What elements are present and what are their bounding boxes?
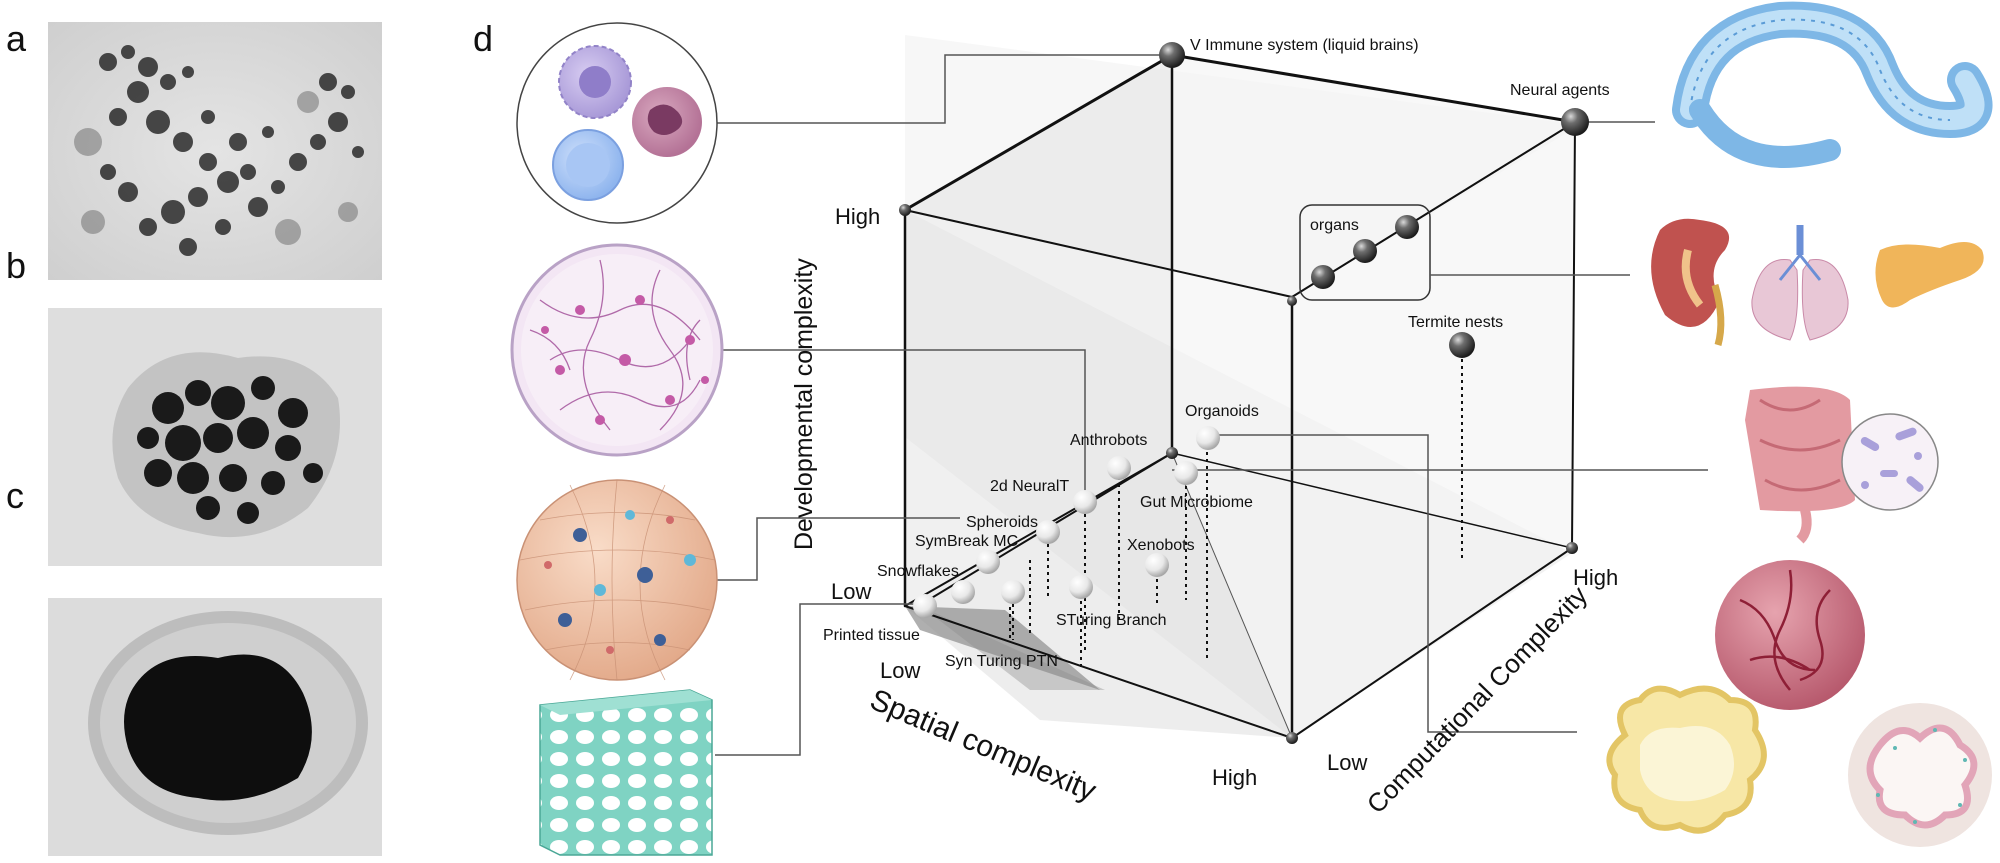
label-gut: Gut Microbiome bbox=[1140, 494, 1253, 511]
micrograph-c bbox=[48, 598, 382, 856]
panel-d-letter: d bbox=[473, 18, 494, 59]
label-synturing: Syn Turing PTN bbox=[945, 653, 1058, 670]
sphere-termite bbox=[1449, 332, 1475, 358]
sphere-organ-1 bbox=[1395, 215, 1419, 239]
micrograph-a-image bbox=[48, 22, 382, 280]
sphere-organoids bbox=[1196, 426, 1220, 450]
sphere-organ-2 bbox=[1353, 239, 1377, 263]
label-anthrobots: Anthrobots bbox=[1070, 432, 1147, 449]
spatial-high-label: High bbox=[1212, 765, 1257, 790]
corner-front-top bbox=[1287, 296, 1297, 306]
sphere-symbreak bbox=[976, 550, 1000, 574]
lungs-illustration bbox=[1751, 225, 1849, 341]
label-organs: organs bbox=[1310, 217, 1359, 234]
intestine-illustration bbox=[1745, 386, 1939, 544]
corner-dev-high bbox=[899, 204, 911, 216]
label-termite: Termite nests bbox=[1408, 314, 1503, 331]
neural-dish-illustration bbox=[510, 243, 724, 457]
panel-c-letter: c bbox=[6, 475, 24, 516]
sphere-organ-3 bbox=[1311, 265, 1335, 289]
cube-back-left bbox=[905, 55, 1172, 606]
dev-low-label: Low bbox=[831, 579, 871, 604]
corner-comp-high bbox=[1566, 542, 1578, 554]
organ-line bbox=[1291, 121, 1576, 298]
micrograph-a bbox=[48, 22, 382, 280]
comp-low-label: Low bbox=[1327, 750, 1367, 775]
sphere-xenobots bbox=[1145, 553, 1169, 577]
sphere-neural bbox=[1561, 108, 1589, 136]
sphere-neuralt bbox=[1073, 490, 1097, 514]
dark-wedge bbox=[905, 606, 1100, 690]
spheres bbox=[899, 42, 1589, 744]
immune-cells-illustration bbox=[516, 22, 718, 224]
label-printed: Printed tissue bbox=[823, 627, 920, 644]
dev-high-label: High bbox=[835, 204, 880, 229]
label-sturing: STuring Branch bbox=[1056, 612, 1167, 629]
comp-high-label: High bbox=[1573, 565, 1618, 590]
pancreas-illustration bbox=[1875, 241, 1984, 308]
sphere-synturing bbox=[1001, 580, 1025, 604]
label-organoids: Organoids bbox=[1185, 403, 1259, 420]
spheroid-illustration bbox=[516, 479, 718, 681]
panel-b-letter: b bbox=[6, 245, 27, 286]
sphere-spheroids bbox=[1036, 520, 1060, 544]
pink-organoid-illustration bbox=[1848, 703, 1992, 847]
sphere-anthrobots bbox=[1107, 456, 1131, 480]
sphere-snowflakes bbox=[951, 580, 975, 604]
label-symbreak: SymBreak MC bbox=[915, 533, 1018, 550]
cube-back-right bbox=[1172, 55, 1575, 548]
label-xenobots: Xenobots bbox=[1127, 537, 1195, 554]
spatial-low-label: Low bbox=[880, 658, 920, 683]
organs-box bbox=[1299, 204, 1431, 301]
corner-spatial-high bbox=[1286, 732, 1298, 744]
label-neural: Neural agents bbox=[1510, 82, 1610, 99]
cube bbox=[905, 35, 1580, 738]
sphere-gut bbox=[1174, 461, 1198, 485]
kidney-illustration bbox=[1651, 218, 1730, 346]
yellow-organoid-illustration bbox=[1606, 685, 1767, 834]
label-immune: V Immune system (liquid brains) bbox=[1190, 37, 1419, 54]
vascular-organoid-illustration bbox=[1715, 560, 1865, 710]
dev-axis-title: Developmental complexity bbox=[790, 258, 818, 550]
label-snowflakes: Snowflakes bbox=[877, 563, 959, 580]
label-neuralt: 2d NeuralT bbox=[990, 478, 1069, 495]
micrograph-c-image bbox=[48, 598, 382, 856]
micrograph-b-image bbox=[48, 308, 382, 566]
micrograph-b bbox=[48, 308, 382, 566]
cube-edges bbox=[903, 53, 1577, 740]
panel-a-letter: a bbox=[6, 18, 27, 59]
sphere-sturing bbox=[1069, 575, 1093, 599]
sphere-printed bbox=[913, 594, 937, 618]
scaffold-cube-illustration bbox=[539, 689, 713, 856]
sphere-immune bbox=[1159, 42, 1185, 68]
worm-illustration bbox=[1672, 1, 1993, 168]
corner-back-bottom bbox=[1166, 447, 1178, 459]
label-spheroids: Spheroids bbox=[966, 514, 1038, 531]
